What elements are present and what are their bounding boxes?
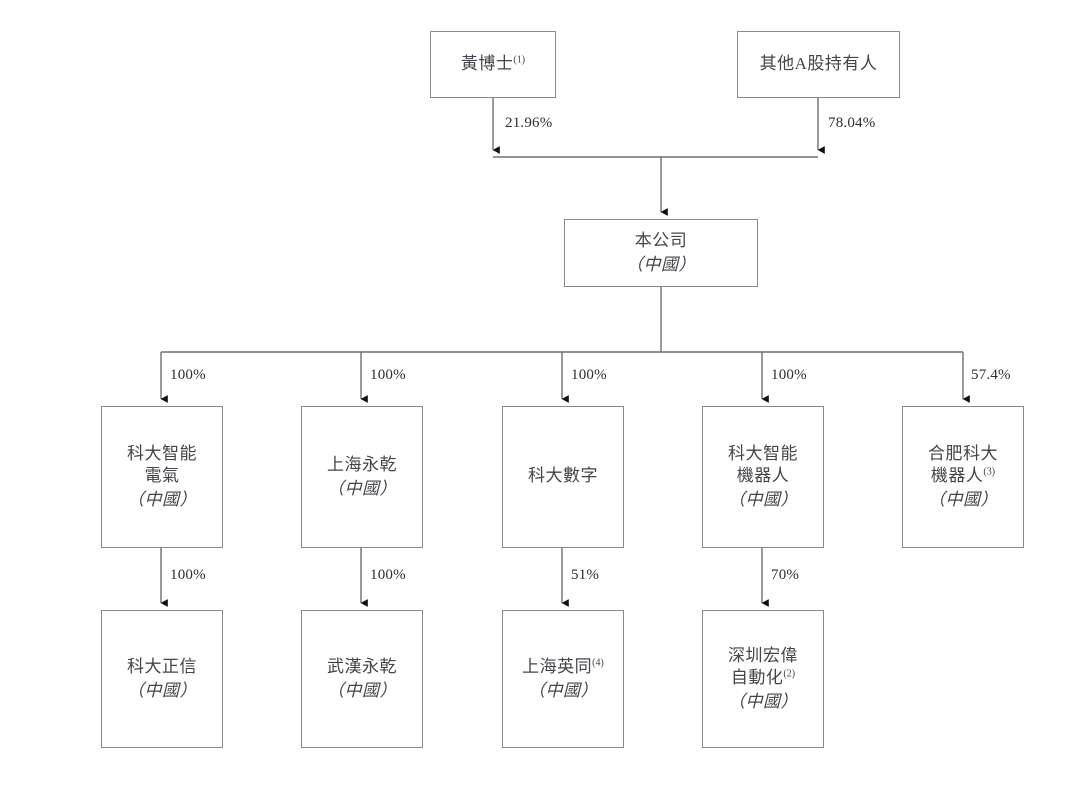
edge-label-othera-to-company: 78.04%: [828, 115, 876, 131]
node-sub-4[interactable]: 科大智能 機器人 （中國）: [702, 406, 824, 548]
node-region: （中國）: [528, 680, 598, 700]
edge-label-company-to-sub5: 57.4%: [971, 367, 1011, 383]
node-region: （中國）: [928, 489, 998, 509]
node-shareholder-huang[interactable]: 黃博士(1): [430, 31, 556, 98]
edge-label-company-to-sub2: 100%: [370, 367, 406, 383]
node-label: 深圳宏偉 自動化(2): [728, 645, 798, 688]
node-label: 其他A股持有人: [759, 54, 878, 74]
node-label: 科大智能 電氣: [127, 443, 197, 486]
node-shareholder-other-a[interactable]: 其他A股持有人: [737, 31, 900, 98]
node-region: （中國）: [626, 254, 696, 274]
node-company[interactable]: 本公司 （中國）: [564, 219, 758, 287]
node-label: 上海英同(4): [522, 657, 604, 677]
footnote-marker: (2): [783, 668, 796, 680]
node-leaf-4[interactable]: 深圳宏偉 自動化(2) （中國）: [702, 610, 824, 748]
edge-label-sub2-to-leaf2: 100%: [370, 567, 406, 583]
node-leaf-3[interactable]: 上海英同(4) （中國）: [502, 610, 624, 748]
node-sub-2[interactable]: 上海永乾 （中國）: [301, 406, 423, 548]
node-region: （中國）: [327, 478, 397, 498]
node-sub-3[interactable]: 科大數字: [502, 406, 624, 548]
footnote-marker: (4): [592, 657, 604, 669]
node-region: （中國）: [728, 489, 798, 509]
node-label: 武漢永乾: [327, 657, 397, 677]
edge-label-sub1-to-leaf1: 100%: [170, 567, 206, 583]
node-label: 科大智能 機器人: [728, 443, 798, 486]
node-label: 本公司: [634, 231, 688, 251]
footnote-marker: (3): [983, 466, 996, 478]
node-label: 合肥科大 機器人(3): [928, 443, 998, 486]
node-region: （中國）: [728, 691, 798, 711]
footnote-marker: (1): [513, 54, 526, 66]
node-label: 科大正信: [127, 657, 197, 677]
node-sub-1[interactable]: 科大智能 電氣 （中國）: [101, 406, 223, 548]
node-leaf-2[interactable]: 武漢永乾 （中國）: [301, 610, 423, 748]
node-label: 黃博士(1): [460, 54, 526, 74]
node-label: 科大數字: [528, 466, 598, 486]
node-region: （中國）: [327, 680, 397, 700]
edge-label-company-to-sub3: 100%: [571, 367, 607, 383]
edge-label-company-to-sub4: 100%: [771, 367, 807, 383]
node-sub-5[interactable]: 合肥科大 機器人(3) （中國）: [902, 406, 1024, 548]
node-leaf-1[interactable]: 科大正信 （中國）: [101, 610, 223, 748]
edge-label-sub3-to-leaf3: 51%: [571, 567, 600, 583]
node-region: （中國）: [127, 489, 197, 509]
edge-label-huang-to-company: 21.96%: [505, 115, 553, 131]
edge-label-company-to-sub1: 100%: [170, 367, 206, 383]
node-label: 上海永乾: [327, 455, 397, 475]
node-region: （中國）: [127, 680, 197, 700]
edge-label-sub4-to-leaf4: 70%: [771, 567, 800, 583]
